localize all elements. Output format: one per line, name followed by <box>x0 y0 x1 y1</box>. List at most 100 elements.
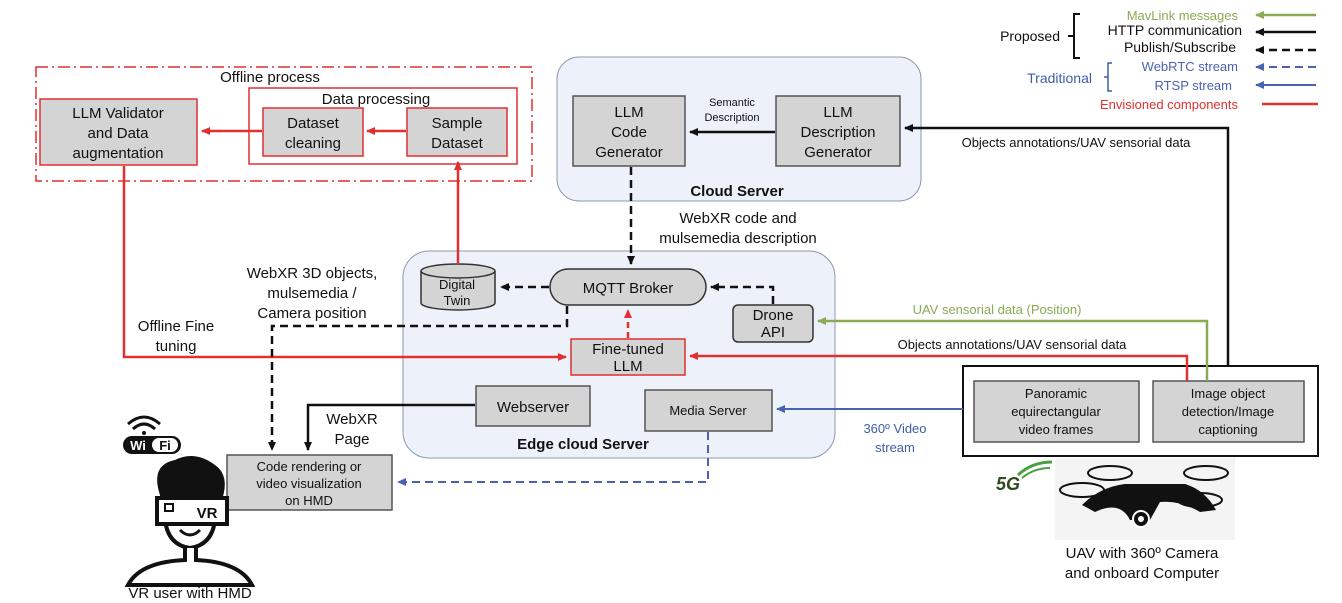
svg-text:Dataset: Dataset <box>287 115 340 132</box>
arrow-webserver-to-hmd <box>304 403 475 451</box>
svg-text:equirectangular: equirectangular <box>1011 404 1101 419</box>
svg-text:LLM: LLM <box>613 358 642 375</box>
svg-text:Fine-tuned: Fine-tuned <box>592 341 664 358</box>
svg-text:Fi: Fi <box>159 438 171 453</box>
media-server-node[interactable]: Media Server <box>644 389 773 432</box>
cloud-server-label: Cloud Server <box>690 183 784 200</box>
uav-processing-group: Panoramic equirectangular video frames I… <box>962 365 1319 457</box>
mqtt-broker-node[interactable]: MQTT Broker <box>549 268 707 306</box>
objects-annotations-top-label: Objects annotations/UAV sensorial data <box>962 135 1192 150</box>
svg-text:Twin: Twin <box>444 293 471 308</box>
arrow-uav-to-drone-api <box>817 317 1209 381</box>
drone-icon <box>1055 458 1235 540</box>
webxr-3d-objects-label-3: Camera position <box>257 305 366 322</box>
code-rendering-node[interactable]: Code rendering or video visualization on… <box>226 454 393 511</box>
svg-text:5G: 5G <box>996 474 1020 494</box>
webxr-code-label: WebXR code and <box>679 210 796 227</box>
arrow-drone-to-mqtt <box>710 283 775 304</box>
uav-figure: 5G UAV with 360º Camera and onboard Comp… <box>996 458 1235 582</box>
edge-cloud-server-label: Edge cloud Server <box>517 436 649 453</box>
llm-validator-node[interactable]: LLM Validator and Data augmentation <box>39 98 198 166</box>
offline-fine-tuning-label-2: tuning <box>156 338 197 355</box>
webxr-page-label: WebXR <box>326 411 378 428</box>
arrow-mqtt-to-hmd <box>268 306 569 451</box>
svg-text:Generator: Generator <box>804 144 872 161</box>
digital-twin-node[interactable]: Digital Twin <box>420 263 496 311</box>
legend-group-traditional: Traditional <box>1027 70 1092 86</box>
wifi-icon: Wi Fi <box>123 415 181 454</box>
svg-text:Webserver: Webserver <box>497 399 569 416</box>
svg-text:Drone: Drone <box>753 307 794 324</box>
legend-item-mavlink: MavLink messages <box>1127 8 1239 23</box>
legend-item-envisioned: Envisioned components <box>1100 97 1239 112</box>
sample-dataset-node[interactable]: Sample Dataset <box>406 107 508 157</box>
svg-text:captioning: captioning <box>1198 422 1257 437</box>
objects-annotations-mid-label: Objects annotations/UAV sensorial data <box>898 337 1128 352</box>
legend-item-rtsp: RTSP stream <box>1154 78 1232 93</box>
video-stream-label: 360º Video <box>863 421 926 436</box>
svg-text:LLM Validator: LLM Validator <box>72 105 163 122</box>
svg-text:detection/Image: detection/Image <box>1182 404 1275 419</box>
svg-text:on HMD: on HMD <box>285 493 333 508</box>
vr-user-icon: VR <box>124 456 256 587</box>
svg-text:LLM: LLM <box>823 104 852 121</box>
llm-code-generator-node[interactable]: LLM Code Generator <box>572 95 686 167</box>
webxr-3d-objects-label-2: mulsemedia / <box>267 285 357 302</box>
5g-icon: 5G <box>996 460 1053 494</box>
svg-text:cleaning: cleaning <box>285 135 341 152</box>
dataset-cleaning-node[interactable]: Dataset cleaning <box>262 107 364 157</box>
legend: Proposed Traditional MavLink messages HT… <box>1000 8 1318 112</box>
svg-text:VR: VR <box>197 505 218 522</box>
svg-text:Sample: Sample <box>432 115 483 132</box>
legend-item-webrtc: WebRTC stream <box>1142 59 1238 74</box>
offline-process-group: Offline process Data processing LLM Vali… <box>35 66 533 182</box>
svg-text:Digital: Digital <box>439 277 475 292</box>
uav-position-label: UAV sensorial data (Position) <box>913 302 1082 317</box>
semantic-description-label-2: Description <box>704 112 759 124</box>
svg-text:Wi: Wi <box>130 438 146 453</box>
svg-text:LLM: LLM <box>614 104 643 121</box>
legend-brace-traditional <box>1104 62 1112 92</box>
svg-text:Code: Code <box>611 124 647 141</box>
svg-text:API: API <box>761 324 785 341</box>
data-processing-label: Data processing <box>322 91 430 108</box>
video-stream-label-2: stream <box>875 440 915 455</box>
webserver-node[interactable]: Webserver <box>475 385 591 427</box>
llm-description-generator-node[interactable]: LLM Description Generator <box>775 95 901 167</box>
svg-text:Description: Description <box>800 124 875 141</box>
arrow-validator-to-finetuned <box>122 166 567 361</box>
panoramic-frames-node[interactable]: Panoramic equirectangular video frames <box>973 380 1140 443</box>
svg-text:and Data: and Data <box>88 125 150 142</box>
svg-text:augmentation: augmentation <box>73 145 164 162</box>
arrow-media-to-hmd <box>397 432 709 486</box>
offline-process-label: Offline process <box>220 69 320 86</box>
svg-text:Image object: Image object <box>1191 386 1266 401</box>
vr-user-figure: Wi Fi VR VR user with HMD <box>123 415 256 602</box>
webxr-page-label-2: Page <box>334 431 369 448</box>
cloud-server-group: Cloud Server LLM Code Generator LLM Desc… <box>556 56 922 202</box>
vr-user-label: VR user with HMD <box>128 585 252 602</box>
legend-group-proposed: Proposed <box>1000 28 1060 44</box>
svg-text:video frames: video frames <box>1019 422 1094 437</box>
semantic-description-label: Semantic <box>709 97 755 109</box>
edge-cloud-server-group: Edge cloud Server Digital Twin MQTT Brok… <box>402 250 836 459</box>
arrow-detection-to-finetuned <box>689 352 1189 381</box>
offline-process-border <box>35 66 533 182</box>
svg-text:Code rendering or: Code rendering or <box>257 459 362 474</box>
svg-text:Panoramic: Panoramic <box>1025 386 1088 401</box>
legend-item-pubsub: Publish/Subscribe <box>1124 39 1236 55</box>
svg-text:Generator: Generator <box>595 144 663 161</box>
svg-text:video visualization: video visualization <box>256 476 362 491</box>
svg-text:Media Server: Media Server <box>669 403 747 418</box>
legend-item-http: HTTP communication <box>1108 22 1242 38</box>
uav-label-line2: and onboard Computer <box>1065 565 1219 582</box>
image-detection-node[interactable]: Image object detection/Image captioning <box>1152 380 1305 443</box>
uav-label-line1: UAV with 360º Camera <box>1066 545 1219 562</box>
webxr-code-label-2: mulsemedia description <box>659 230 817 247</box>
offline-fine-tuning-label: Offline Fine <box>138 318 214 335</box>
fine-tuned-llm-node[interactable]: Fine-tuned LLM <box>570 338 686 376</box>
arrow-detection-to-description <box>904 124 1230 368</box>
legend-brace-proposed <box>1068 13 1080 59</box>
drone-api-node[interactable]: Drone API <box>732 304 814 343</box>
